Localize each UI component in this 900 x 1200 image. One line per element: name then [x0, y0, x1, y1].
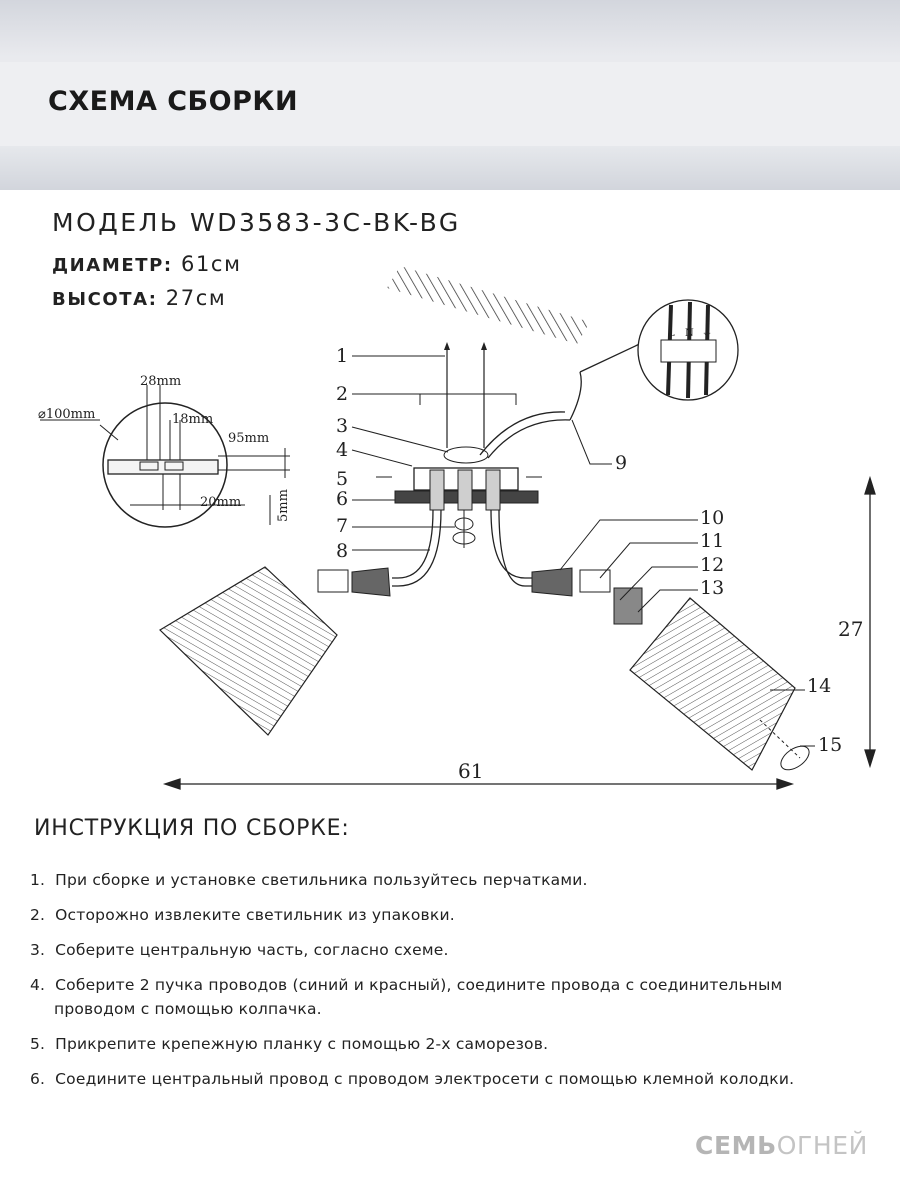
arms [392, 324, 681, 587]
callout-leaders-left [351, 355, 517, 551]
callout-14: 14 [807, 675, 831, 697]
ceiling-hatch [387, 266, 590, 344]
dim-95mm: 95mm [228, 431, 269, 446]
height-label: ВЫСОТА: [52, 289, 158, 310]
instructions-list: 1. При сборке и установке светильника по… [30, 868, 880, 1102]
assembly-diagram: ⌀100mm 28mm 18mm 95mm 20mm 5mm 1 2 3 4 5… [38, 266, 876, 790]
dim-18mm: 18mm [172, 412, 213, 427]
canopy-detail: ⌀100mm 28mm 18mm 95mm 20mm 5mm [38, 374, 291, 528]
callout-7: 7 [336, 515, 348, 537]
callout-15: 15 [818, 734, 842, 756]
page-title: СХЕМА СБОРКИ [48, 86, 299, 117]
callouts-left: 1 2 3 4 5 6 7 8 [336, 345, 348, 562]
diameter-value: 61см [181, 252, 242, 276]
dim-5mm: 5mm [276, 489, 291, 522]
instruction-step: 3. Соберите центральную часть, согласно … [30, 941, 449, 959]
header-band [0, 62, 900, 146]
left-lamp [159, 566, 391, 736]
svg-text:L: L [668, 328, 675, 339]
instruction-step: 5. Прикрепите крепежную планку с помощью… [30, 1035, 549, 1053]
svg-text:⏚: ⏚ [702, 327, 712, 339]
height-dimension: 27 [838, 617, 863, 641]
instruction-step: 1. При сборке и установке светильника по… [30, 871, 588, 889]
width-dimension: 61 [458, 759, 483, 783]
callout-5: 5 [336, 468, 348, 490]
callout-2: 2 [336, 383, 348, 405]
callout-leaders-right [559, 419, 815, 747]
instructions-title: ИНСТРУКЦИЯ ПО СБОРКЕ: [34, 816, 350, 841]
height-value: 27см [165, 286, 227, 310]
callout-10: 10 [700, 507, 724, 529]
callouts-right: 9 10 11 12 13 14 15 [615, 452, 842, 756]
callout-1: 1 [336, 345, 348, 367]
dim-canopy-diameter: ⌀100mm [38, 407, 95, 422]
brand-logo: СЕМЬОГНЕЙ [695, 1131, 868, 1160]
callout-12: 12 [700, 554, 724, 576]
terminal-detail: L N ⏚ [637, 299, 739, 401]
callout-8: 8 [336, 540, 348, 562]
model-name: МОДЕЛЬ WD3583-3C-BK-BG [52, 208, 461, 237]
callout-3: 3 [336, 415, 348, 437]
callout-9: 9 [615, 452, 627, 474]
callout-11: 11 [700, 530, 724, 552]
height-spec: ВЫСОТА: 27см [52, 286, 226, 310]
callout-6: 6 [336, 488, 348, 510]
callout-13: 13 [700, 577, 724, 599]
diameter-spec: ДИАМЕТР: 61см [52, 252, 242, 276]
diameter-label: ДИАМЕТР: [52, 255, 173, 276]
svg-text:N: N [685, 328, 694, 339]
callout-4: 4 [336, 439, 348, 461]
instruction-step: 2. Осторожно извлеките светильник из упа… [30, 906, 455, 924]
header-banner: СХЕМА СБОРКИ [0, 0, 900, 190]
overall-dims [162, 475, 876, 790]
central-body [376, 342, 542, 548]
dim-28mm: 28mm [140, 374, 181, 389]
instruction-step: 4. Соберите 2 пучка проводов (синий и кр… [30, 976, 783, 1018]
instruction-step: 6. Соедините центральный провод с провод… [30, 1070, 795, 1088]
right-lamp [531, 567, 810, 771]
dim-20mm: 20mm [200, 495, 241, 510]
